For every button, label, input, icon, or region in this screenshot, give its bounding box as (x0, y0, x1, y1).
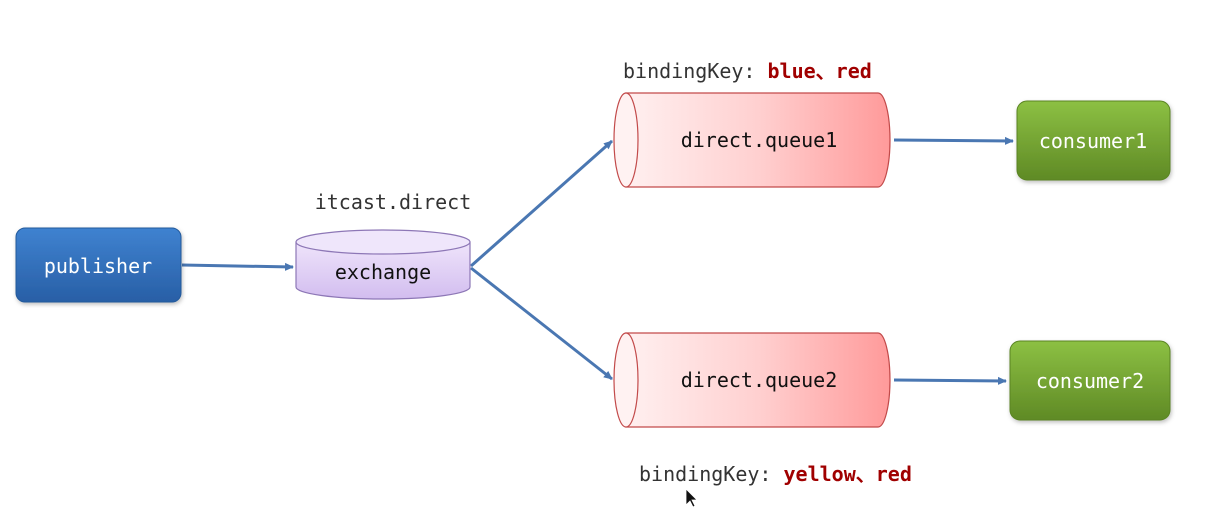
exchange-label: exchange (335, 260, 431, 284)
publisher-node[interactable]: publisher (15, 227, 182, 303)
consumer1-node[interactable]: consumer1 (1016, 100, 1171, 181)
consumer2-node[interactable]: consumer2 (1009, 340, 1171, 421)
queue2-node[interactable]: direct.queue2 (613, 332, 891, 428)
exchange-node[interactable]: exchange (295, 229, 471, 300)
arrow-exchange-to-queue1 (470, 139, 613, 268)
consumer2-label: consumer2 (1036, 369, 1144, 393)
connection-arrows (181, 136, 1014, 385)
queue1-binding-key: bindingKey: blue、red (623, 59, 872, 83)
queue2-binding-key: bindingKey: yellow、red (639, 462, 912, 486)
arrow-queue2-to-consumer2 (893, 376, 1007, 385)
queue1-label: direct.queue1 (681, 128, 838, 152)
publisher-label: publisher (44, 254, 152, 278)
consumer1-label: consumer1 (1039, 129, 1147, 153)
arrow-publisher-to-exchange (181, 262, 294, 271)
arrow-queue1-to-consumer1 (893, 136, 1014, 145)
exchange-name: itcast.direct (315, 190, 472, 214)
queue1-node[interactable]: direct.queue1 (613, 92, 891, 188)
mouse-pointer-icon (685, 488, 698, 507)
arrow-exchange-to-queue2 (470, 266, 613, 381)
queue2-label: direct.queue2 (681, 368, 838, 392)
